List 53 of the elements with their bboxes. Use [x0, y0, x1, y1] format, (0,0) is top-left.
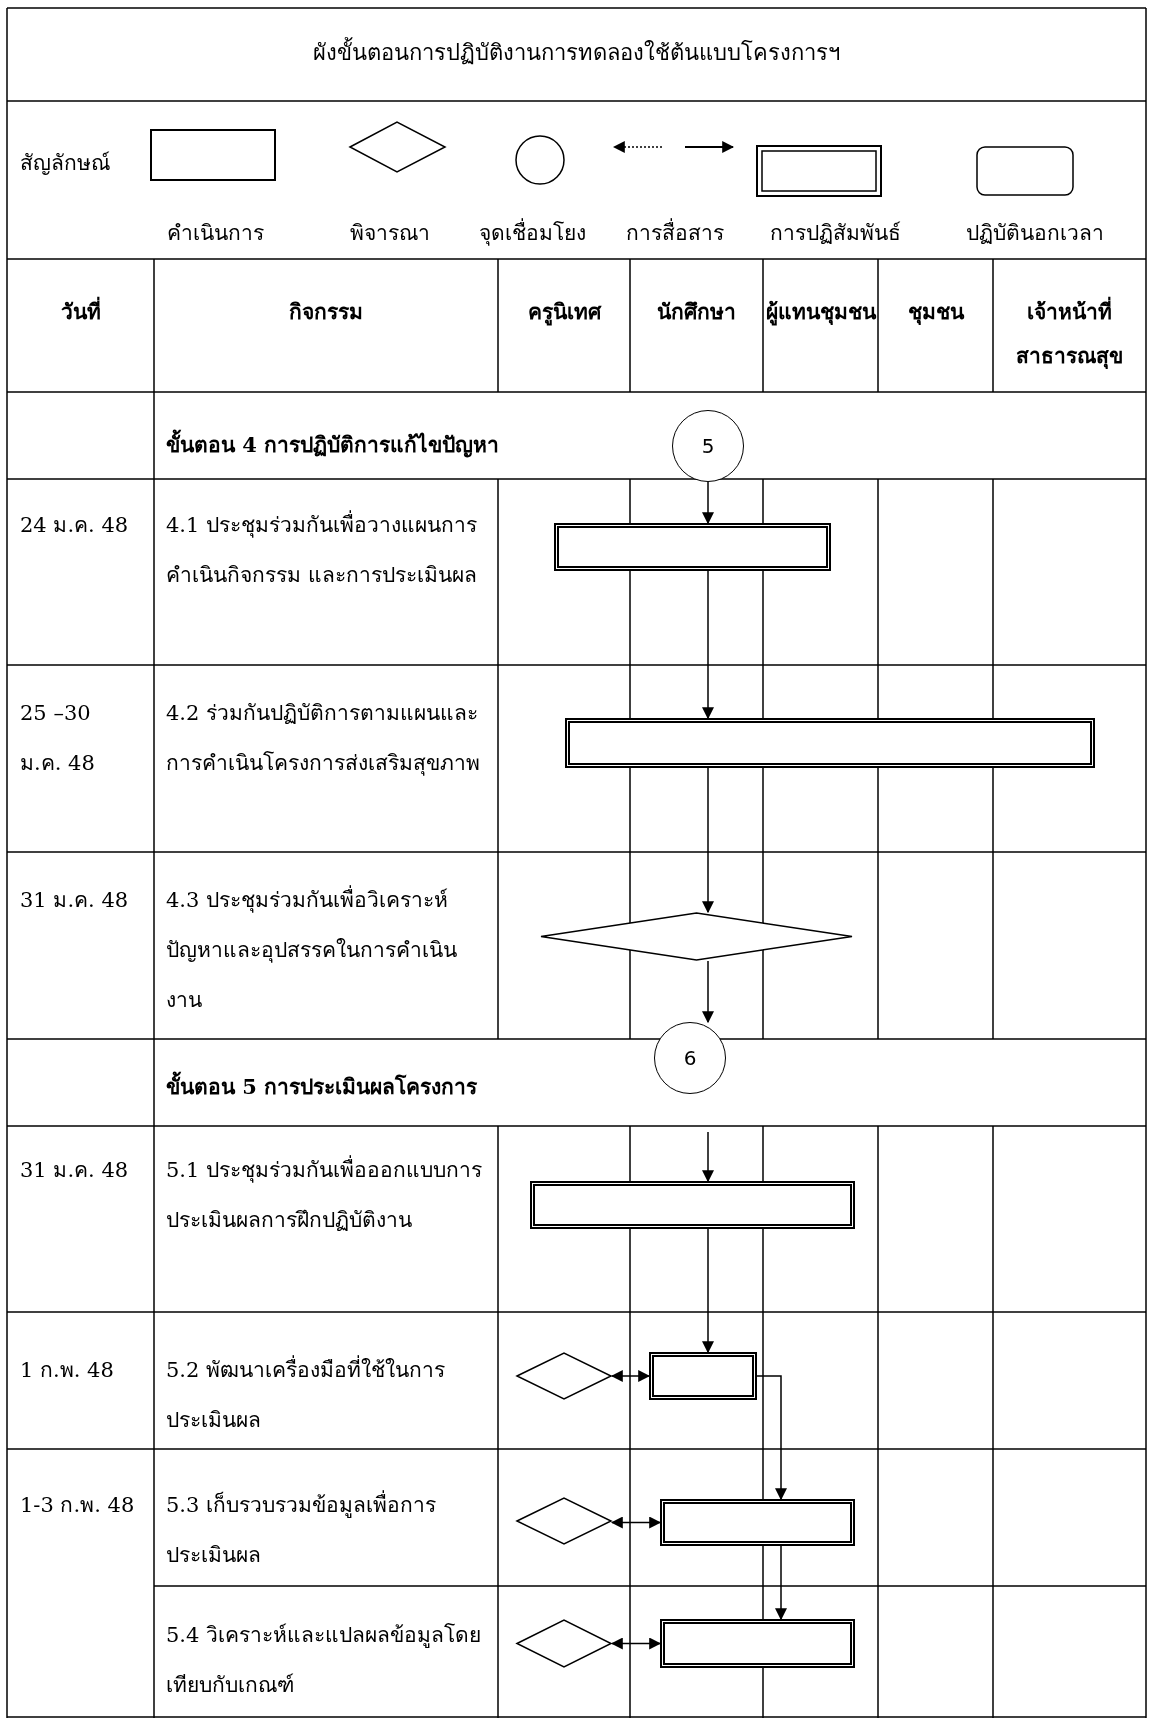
decision-diamond	[516, 1497, 612, 1545]
title: ผังขั้นตอนการปฏิบัติงานการทดลองใช้ต้นแบบโครงการฯ	[7, 28, 1146, 78]
legend-heading: สัญลักษณ์	[20, 150, 111, 177]
arrow	[702, 960, 714, 1024]
interaction-box	[565, 718, 1095, 768]
column-header: วันที่	[7, 290, 154, 334]
interaction-box	[660, 1619, 855, 1668]
legend-label: ปฏิบัตินอกเวลา	[965, 220, 1105, 247]
column-header: ครูนิเทศ	[526, 298, 603, 328]
activity-text: 4.2 ร่วมกันปฏิบัติการตามแผนและการคำเนินโครงการส่งเสริมสุขภาพ	[166, 700, 481, 778]
date-text: 1-3 ก.พ. 48	[20, 1492, 136, 1519]
activity-text: 5.1 ประชุมร่วมกันเพื่อออกแบบการประเมินผลการฝึกปฏิบัติงาน	[166, 1145, 486, 1245]
arrow	[702, 1131, 714, 1183]
arrow	[610, 1516, 662, 1529]
interaction-box	[530, 1181, 855, 1229]
date-text: 25 –30 ม.ค. 48	[20, 700, 96, 777]
legend-label: คำเนินการ	[165, 220, 265, 247]
activity-text: 5.3 เก็บรวบรวมข้อมูลเพื่อการประเมินผล	[166, 1480, 486, 1580]
column-header: เจ้าหน้าที่สาธารณสุข	[993, 290, 1146, 378]
legend-label: การสื่อสาร	[620, 208, 730, 258]
date-text: 24 ม.ค. 48	[20, 512, 130, 539]
date-text: 1 ก.พ. 48	[20, 1357, 115, 1384]
activity-text: 5.4 วิเคราะห์และแปลผลข้อมูลโดยเทียบกับเกณฑ์	[166, 1622, 483, 1699]
activity-text: 5.2 พัฒนาเครื่องมือที่ใช้ในการประเมินผล	[166, 1345, 486, 1445]
interaction-box	[554, 523, 831, 571]
arrow	[702, 767, 714, 914]
connector-number: 6	[683, 1046, 697, 1070]
step-heading: ขั้นตอน 5 การประเมินผลโครงการ	[166, 1062, 586, 1112]
column-header: ผู้แทนชุมชน	[764, 298, 877, 328]
interaction-box	[660, 1499, 855, 1546]
decision-diamond	[516, 1352, 612, 1400]
arrow	[702, 1228, 714, 1354]
date-text: 31 ม.ค. 48	[20, 1157, 130, 1184]
activity-text: 4.3 ประชุมร่วมกันเพื่อวิเคราะห์ปัญหาและอุปสรรคในการคำเนินงาน	[166, 875, 486, 1025]
activity-text: 4.1 ประชุมร่วมกันเพื่อวางแผนการคำเนินกิจกรรม และการประเมินผล	[166, 500, 486, 600]
arrow	[702, 570, 714, 720]
arrow	[756, 1375, 787, 1501]
connector-number: 5	[701, 434, 715, 458]
arrow	[775, 1545, 787, 1621]
date-text: 31 ม.ค. 48	[20, 887, 130, 914]
legend-label: การปฏิสัมพันธ์	[768, 220, 902, 247]
step-heading: ขั้นตอน 4 การปฏิบัติการแก้ไขปัญหา	[166, 420, 586, 470]
decision-diamond	[540, 912, 853, 961]
arrow	[702, 481, 714, 525]
column-header: ชุมชน	[906, 298, 965, 327]
arrow	[610, 1637, 662, 1650]
interaction-box	[649, 1352, 757, 1400]
legend-label: พิจารณา	[349, 220, 431, 247]
column-header: กิจกรรม	[288, 298, 364, 326]
arrow	[610, 1370, 651, 1382]
decision-diamond	[516, 1619, 612, 1668]
legend-label: จุดเชื่อมโยง	[470, 208, 595, 258]
column-header: นักศึกษา	[656, 298, 737, 326]
